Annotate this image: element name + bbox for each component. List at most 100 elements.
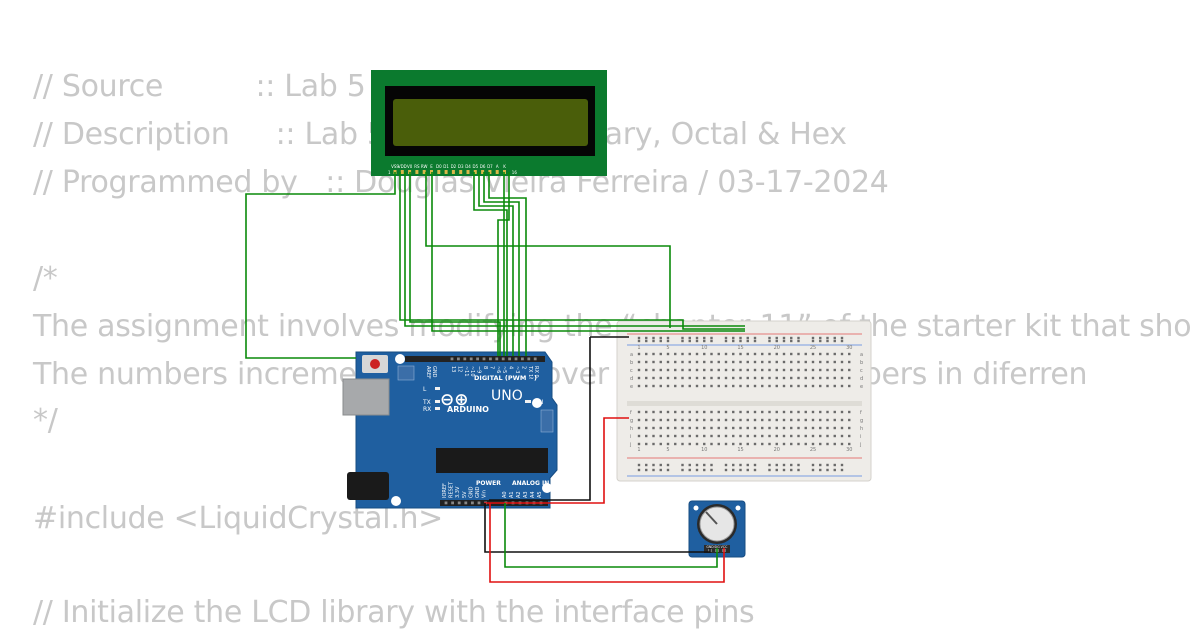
breadboard-hole [652,360,655,364]
digital-pin[interactable] [508,357,511,361]
lcd-pin[interactable] [422,170,426,174]
digital-pin[interactable] [463,357,467,361]
breadboard-hole [746,384,749,388]
breadboard-hole [724,368,728,372]
breadboard-hole [695,426,699,430]
lcd-pin[interactable] [488,170,492,174]
breadboard-hole [797,426,800,430]
digital-pin[interactable] [482,357,486,361]
digital-pin[interactable] [495,357,499,361]
breadboard-hole [666,434,670,438]
breadboard-rail-hole [710,336,713,340]
power-pin[interactable] [471,501,474,505]
breadboard-hole [695,384,699,388]
analog-label: ANALOG IN [512,480,549,487]
breadboard-hole [790,426,793,430]
breadboard-hole [645,410,648,414]
breadboard-hole [790,442,793,446]
breadboard-hole [782,376,786,380]
power-pin[interactable] [477,501,481,505]
digital-pin[interactable] [521,357,524,361]
digital-pin[interactable] [527,357,531,361]
breadboard-column-number: 1 [637,345,640,351]
breadboard-hole [753,442,757,446]
lcd-pin[interactable] [437,170,441,174]
digital-pin[interactable] [469,357,473,361]
breadboard-hole [753,376,757,380]
breadboard-hole [717,410,720,414]
lcd-pin[interactable] [473,170,477,174]
mounting-hole [395,354,405,364]
lcd-pin-label: A [496,164,499,169]
breadboard-rail-hole [790,339,793,343]
digital-pin[interactable] [450,357,454,361]
digital-pin[interactable] [457,357,460,361]
lcd-pin[interactable] [495,170,499,174]
breadboard-hole [710,376,713,380]
lcd-pin[interactable] [400,170,404,174]
digital-pin[interactable] [476,357,479,361]
breadboard-column-number: 25 [810,345,816,351]
breadboard-hole [710,352,713,356]
breadboard-rail-hole [811,339,815,343]
breadboard-hole [768,360,771,364]
wires [245,172,745,583]
breadboard-rail-hole [703,468,706,472]
lcd-pin[interactable] [444,170,448,174]
power-pin[interactable] [464,501,468,505]
breadboard-hole [746,418,749,422]
digital-header [405,356,545,362]
breadboard-hole [717,376,720,380]
lcd-pin[interactable] [415,170,419,174]
breadboard-rail-hole [819,468,822,472]
breadboard-hole [790,376,793,380]
breadboard-rail-hole [652,468,655,472]
breadboard-rail-hole [732,339,735,343]
breadboard-hole [637,376,641,380]
tx-led [435,400,440,403]
breadboard-rail-hole [710,463,713,467]
breadboard-hole [833,434,836,438]
breadboard-rail-hole [782,336,786,340]
breadboard-rail-hole [833,336,836,340]
breadboard-row-letter: b [860,360,863,366]
breadboard-hole [811,352,815,356]
power-pin[interactable] [457,501,461,505]
breadboard-hole [645,442,648,446]
lcd-pin[interactable] [481,170,485,174]
digital-pin-label: ~10 [469,366,475,377]
breadboard-hole [717,442,720,446]
digital-pin[interactable] [501,357,505,361]
breadboard-hole [819,418,822,422]
lcd-pin[interactable] [466,170,470,174]
breadboard-hole [848,352,851,356]
digital-pin[interactable] [489,357,492,361]
breadboard-hole [848,442,851,446]
power-pin[interactable] [451,501,454,505]
breadboard-row-letter: j [629,442,631,448]
breadboard-rail-hole [645,463,648,467]
power-pin[interactable] [444,501,448,505]
breadboard-hole [804,360,807,364]
digital-pin-label: ~6 [495,366,501,373]
breadboard-hole [746,368,749,372]
breadboard-hole [637,442,641,446]
reset-button[interactable] [370,359,380,369]
breadboard-hole [775,426,778,430]
breadboard-hole [811,418,815,422]
digital-pin[interactable] [533,357,537,361]
lcd-pin[interactable] [451,170,455,174]
breadboard-rail-hole [652,463,655,467]
code-line-comment-open: /* [33,261,58,296]
lcd-pin[interactable] [459,170,463,174]
breadboard-hole [732,434,735,438]
lcd-pin-label: VDD [398,164,407,169]
breadboard-hole [840,410,844,414]
digital-pin[interactable] [514,357,518,361]
breadboard-hole [645,368,648,372]
breadboard-hole [681,434,684,438]
breadboard-hole [703,418,706,422]
